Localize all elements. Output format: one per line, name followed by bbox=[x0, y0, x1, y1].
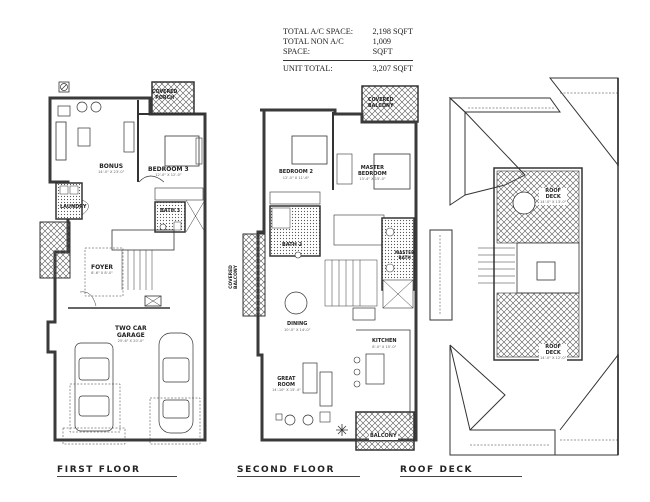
room-label-bonus: BONUS 14'-0" X 23'-0" bbox=[98, 163, 124, 175]
room-name: GARAGE bbox=[116, 332, 145, 339]
summary-row-total: UNIT TOTAL: 3,207 SQFT bbox=[283, 64, 413, 74]
summary-value: 2,198 SQFT bbox=[372, 27, 414, 36]
summary-row-non-ac: TOTAL NON A/C SPACE: 1,009 SQFT bbox=[283, 37, 413, 57]
room-dimensions: 25'-6" X 20'-0" bbox=[117, 339, 144, 343]
room-label-bath-3: BATH 3 bbox=[160, 208, 180, 215]
room-name: BALCONY bbox=[370, 433, 397, 439]
room-name: DINING bbox=[286, 321, 308, 327]
summary-value: 3,207 SQFT bbox=[372, 64, 414, 73]
room-label-kitchen: KITCHEN 8'-0" X 15'-0" bbox=[372, 338, 397, 350]
first-floor-plan bbox=[39, 81, 207, 445]
room-name: BONUS bbox=[99, 163, 124, 170]
room-name: DECK bbox=[545, 350, 561, 356]
floor-title-second: SECOND FLOOR bbox=[237, 465, 360, 477]
room-label-master-bath: MASTER BATH bbox=[395, 250, 414, 260]
summary-label: TOTAL A/C SPACE: bbox=[283, 27, 354, 36]
summary-divider bbox=[283, 60, 413, 61]
summary-row-ac: TOTAL A/C SPACE: 2,198 SQFT bbox=[283, 27, 413, 37]
room-dimensions: 10'-0" X 14'-0" bbox=[284, 328, 311, 332]
room-dimensions: 14'-10" X 15'-4" bbox=[272, 388, 301, 392]
car-icon bbox=[158, 332, 194, 434]
room-label-foyer: FOYER 8'-6" X 8'-0" bbox=[91, 264, 113, 276]
room-label-bedroom-3: BEDROOM 3 12'-0" X 12'-0" bbox=[148, 166, 189, 178]
room-dimensions: 14'-0" X 13'-0" bbox=[540, 200, 567, 204]
summary-label: UNIT TOTAL: bbox=[283, 64, 333, 73]
summary-value: 1,009 SQFT bbox=[372, 37, 393, 56]
room-name: TWO CAR bbox=[115, 325, 147, 332]
room-dimensions: 12'-0" X 11'-6" bbox=[282, 176, 310, 180]
room-name: BEDROOM 3 bbox=[148, 166, 189, 173]
room-name: ROOM bbox=[277, 382, 295, 388]
room-label-laundry: LAUNDRY bbox=[60, 204, 87, 211]
floor-title-first: FIRST FLOOR bbox=[57, 465, 177, 477]
room-name: ROOF bbox=[545, 344, 562, 350]
room-label-roof-deck-bottom: ROOF DECK 14'-0" X 12'-0" bbox=[539, 344, 568, 361]
room-dimensions: 13'-4" X 15'-0" bbox=[359, 177, 386, 181]
room-dimensions: 12'-0" X 12'-0" bbox=[155, 173, 182, 177]
room-name: BATH 3 bbox=[160, 208, 181, 214]
room-name: MASTER bbox=[395, 250, 415, 255]
dining-table-icon bbox=[284, 291, 308, 315]
room-label-covered-balcony-side: COVERED BALCONY bbox=[229, 262, 239, 292]
room-name: MASTER bbox=[360, 165, 384, 171]
room-dimensions: 8'-0" X 15'-0" bbox=[372, 345, 397, 349]
room-label-garage: TWO CAR GARAGE 25'-6" X 20'-0" bbox=[115, 325, 147, 344]
room-name: COVERED bbox=[152, 90, 178, 95]
room-label-covered-porch: COVERED PORCH bbox=[152, 90, 177, 102]
room-name: COVERED bbox=[368, 98, 394, 103]
room-label-great-room: GREAT ROOM 14'-10" X 15'-4" bbox=[272, 376, 301, 393]
room-label-covered-balcony-top: COVERED BALCONY bbox=[368, 98, 394, 110]
room-label-bath-2: BATH 2 bbox=[282, 242, 302, 249]
second-floor-plan bbox=[242, 85, 419, 451]
room-name: BEDROOM 2 bbox=[279, 169, 313, 175]
room-name: BATH bbox=[398, 255, 411, 260]
room-label-roof-deck-top: ROOF DECK 14'-0" X 13'-0" bbox=[539, 188, 568, 205]
north-arrow-icon bbox=[58, 81, 70, 93]
room-dimensions: 14'-0" X 12'-0" bbox=[540, 356, 567, 360]
room-label-master-bedroom: MASTER BEDROOM 13'-4" X 15'-0" bbox=[358, 165, 387, 182]
room-name: DECK bbox=[545, 194, 561, 200]
room-label-bedroom-2: BEDROOM 2 12'-0" X 11'-6" bbox=[279, 169, 313, 181]
room-name: ROOF bbox=[545, 188, 562, 194]
floor-title-roof: ROOF DECK bbox=[400, 465, 522, 477]
summary-label: TOTAL NON A/C SPACE: bbox=[283, 37, 344, 56]
room-name: BALCONY bbox=[368, 104, 394, 109]
area-summary: TOTAL A/C SPACE: 2,198 SQFT TOTAL NON A/… bbox=[283, 27, 413, 74]
room-name: LAUNDRY bbox=[60, 204, 87, 210]
room-label-dining: DINING 10'-0" X 14'-0" bbox=[284, 321, 310, 333]
room-name: GREAT bbox=[277, 376, 296, 382]
room-dimensions: 14'-0" X 23'-0" bbox=[98, 170, 125, 174]
room-name: KITCHEN bbox=[372, 338, 397, 344]
room-name: FOYER bbox=[91, 264, 114, 271]
room-name: BATH 2 bbox=[282, 242, 303, 248]
room-name: PORCH bbox=[155, 96, 175, 101]
room-name: BEDROOM bbox=[358, 171, 387, 177]
room-label-balcony: BALCONY bbox=[369, 433, 398, 440]
room-name: BALCONY bbox=[234, 265, 239, 289]
car-icon bbox=[74, 342, 114, 432]
plant-icon bbox=[336, 424, 348, 436]
roof-deck-plan bbox=[429, 77, 619, 456]
room-dimensions: 8'-6" X 8'-0" bbox=[91, 271, 113, 275]
